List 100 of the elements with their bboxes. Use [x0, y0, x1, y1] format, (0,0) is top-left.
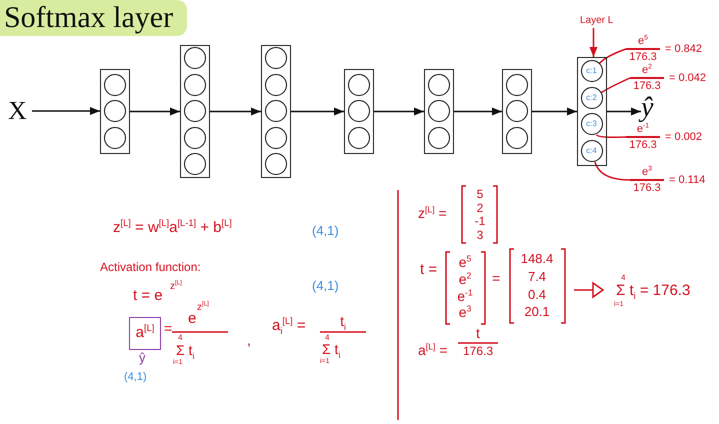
neuron-circle [184, 153, 206, 175]
neuron-circle [348, 100, 370, 122]
neuron-circle [184, 74, 206, 96]
arrow [532, 108, 577, 116]
summation-term: Σ t$_{i}$ [176, 343, 194, 358]
equation-text: = [492, 271, 500, 286]
matrix-entry: 2 [476, 202, 484, 215]
neuron-circle [580, 86, 602, 109]
equation-text: z$^{[L]}$ = w$^{[L]}$a$^{[L-1]}$ + b$^{[L]}$ [113, 220, 232, 236]
neuron-label: c:3 [586, 120, 597, 128]
neuron-circle [104, 74, 126, 96]
layer-box [344, 69, 374, 154]
equation-text: e [188, 311, 196, 328]
matrix-entry: 5 [476, 188, 484, 202]
neuron-circle [264, 47, 286, 69]
arrow [210, 108, 261, 116]
numerator: e$^{5}$ [638, 35, 648, 48]
neuron-circle [184, 47, 206, 69]
arrow [32, 107, 100, 115]
neuron-circle [264, 100, 286, 122]
layer-box [180, 45, 210, 178]
denominator: 176.3 [629, 138, 657, 151]
boxed-term: a$^{[L]}$ [129, 317, 161, 350]
numerator: t$_{i}$ [340, 314, 346, 330]
matrix-entry: e$^{5}$ [458, 255, 472, 270]
output-note: ŷ [139, 351, 146, 366]
denominator: 176.3 [633, 182, 661, 194]
section-heading: Activation function: [100, 261, 201, 274]
layer-box [502, 69, 532, 154]
matrix-entry: 3 [476, 228, 484, 242]
result-text: = 0.042 [669, 72, 706, 84]
matrix-entry: 20.1 [524, 305, 550, 320]
layer-box [100, 69, 130, 154]
neuron-circle [264, 153, 286, 175]
neuron-circle [506, 74, 528, 96]
numerator: e$^{2}$ [642, 64, 652, 76]
neuron-circle [264, 74, 286, 96]
neuron-circle [580, 140, 602, 162]
matrix-entry: e$^{3}$ [458, 305, 472, 320]
denominator: 176.3 [633, 80, 661, 92]
arrow [374, 108, 424, 116]
neuron-circle [428, 100, 450, 122]
neuron-label: c:1 [586, 67, 597, 76]
equation-text: a$_{i}$$^{[L]}$ = [272, 318, 306, 334]
neuron-circle [184, 100, 206, 122]
denominator: 176.3 [462, 345, 494, 358]
matrix-entry: 0.4 [528, 288, 546, 302]
equation-text: a$^{[L]}$ = [418, 343, 448, 358]
neuron-circle [506, 126, 528, 148]
neuron-label: c:4 [586, 146, 597, 155]
neuron-circle [348, 74, 370, 96]
neuron-circle [580, 60, 602, 82]
neuron-circle [428, 74, 450, 96]
neuron-circle [506, 100, 528, 122]
neuron-circle [104, 126, 126, 148]
summation-limit: 4 [621, 274, 626, 283]
matrix-entry: 148.4 [520, 252, 554, 266]
neuron-circle [264, 126, 286, 148]
numerator: e$^{3}$ [642, 166, 652, 178]
matrix-entry: -1 [474, 215, 486, 228]
dimension-note: (4,1) [312, 279, 339, 294]
neuron-circle [348, 126, 370, 148]
output-label: ŷ [641, 93, 654, 123]
neuron-circle [580, 113, 602, 136]
result-text: = 0.842 [665, 42, 702, 56]
arrow [607, 108, 641, 116]
arrow [590, 28, 598, 57]
punctuation: , [247, 333, 251, 348]
layer-label: Layer L [580, 14, 614, 28]
arrow [454, 108, 502, 116]
layer-box [261, 45, 291, 178]
arrow [130, 108, 180, 116]
matrix-entry: e$^{-1}$ [457, 289, 473, 304]
leader-line [598, 48, 626, 64]
title-text: Softmax layer [0, 0, 188, 36]
summation-term: Σ t$_{i}$ [322, 342, 340, 358]
neuron-circle [184, 126, 206, 148]
result-text: = 0.002 [665, 130, 702, 144]
equation-text: Σ t$_{i}$ = 176.3 [616, 283, 690, 300]
numerator: t [476, 326, 480, 342]
neuron-circle [428, 126, 450, 148]
leader-line [601, 77, 630, 94]
equation-text: t = e [133, 288, 163, 304]
dimension-note: (4,1) [312, 224, 339, 238]
equation-text: t = [420, 262, 438, 278]
layer-box [424, 69, 454, 154]
leader-line [596, 134, 626, 138]
equation-text: z$^{[L]}$ = [418, 206, 447, 222]
exponent: z$^{[L]}$ [197, 302, 209, 313]
denominator: 176.3 [629, 50, 657, 63]
layer-box [577, 57, 607, 166]
neuron-label: c:2 [586, 94, 597, 102]
exponent: z$^{[L]}$ [170, 281, 182, 292]
result-text: = 0.114 [669, 174, 706, 186]
arrow [291, 108, 344, 116]
numerator: e$^{-1}$ [636, 123, 650, 136]
neuron-circle [104, 100, 126, 122]
summation-limit: 4 [325, 334, 330, 343]
equation-text: = [164, 321, 172, 336]
input-label: X [8, 97, 27, 125]
